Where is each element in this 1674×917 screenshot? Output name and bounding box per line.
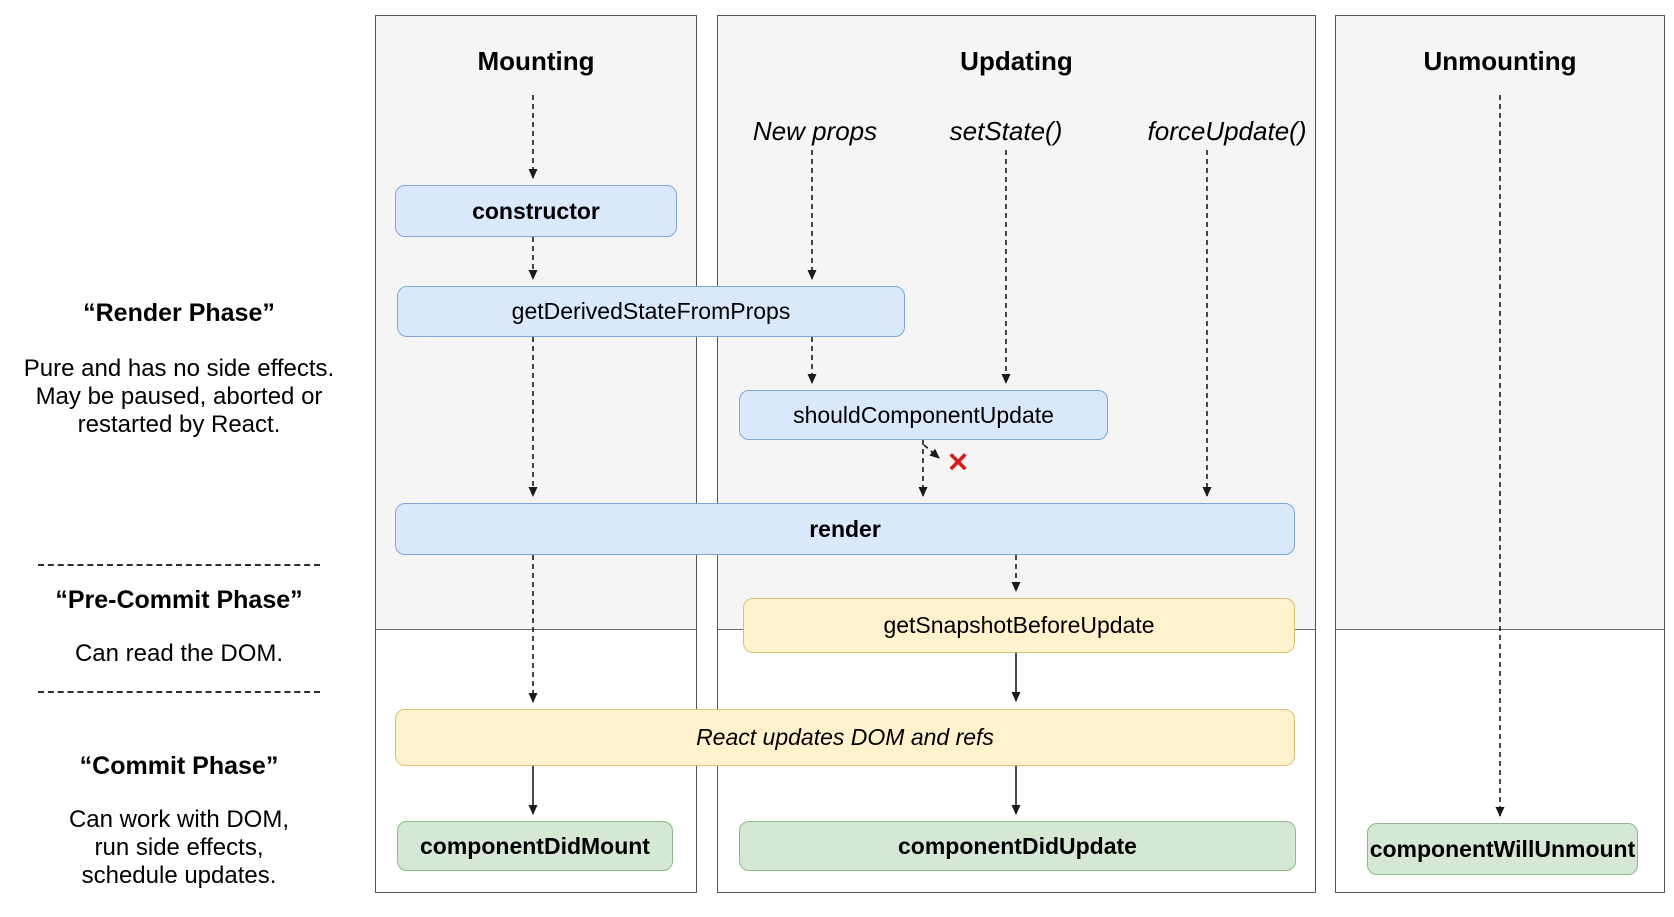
pre-commit-phase-title: “Pre-Commit Phase” [55,586,303,614]
mounting-column-title: Mounting [477,46,595,76]
node-componentdidupdate[interactable]: componentDidUpdate [739,821,1296,871]
render-phase-line: restarted by React. [77,411,281,438]
node-shouldcomponentupdate[interactable]: shouldComponentUpdate [739,390,1108,440]
updating-column-title: Updating [960,46,1073,76]
phase-divider [38,564,320,566]
commit-phase-line: run side effects, [94,834,264,861]
node-getderivedstatefromprops[interactable]: getDerivedStateFromProps [397,286,905,337]
unmounting-column: Unmounting [1335,15,1665,893]
pre-commit-phase-description: Can read the DOM. [20,640,338,668]
node-react-updates-dom: React updates DOM and refs [395,709,1295,766]
node-constructor[interactable]: constructor [395,185,677,237]
node-componentdidmount[interactable]: componentDidMount [397,821,673,871]
render-phase-description: Pure and has no side effects. May be pau… [20,355,338,439]
render-phase-line: May be paused, aborted or [35,383,323,410]
no-update-x-icon: ✕ [946,447,970,478]
render-phase-title: “Render Phase” [83,299,275,327]
trigger-set-state: setState() [949,116,1063,146]
phase-divider [38,691,320,693]
commit-phase-description: Can work with DOM, run side effects, sch… [20,806,338,890]
commit-phase-line: Can work with DOM, [68,806,290,833]
render-phase-line: Pure and has no side effects. [23,355,335,382]
node-getsnapshotbeforeupdate[interactable]: getSnapshotBeforeUpdate [743,598,1295,653]
unmounting-column-title: Unmounting [1423,46,1577,76]
pre-commit-phase-line: Can read the DOM. [74,640,284,667]
trigger-new-props: New props [752,116,878,146]
trigger-force-update: forceUpdate() [1147,116,1307,146]
commit-phase-title: “Commit Phase” [79,752,279,780]
unmounting-render-phase-region [1336,16,1664,630]
node-componentwillunmount[interactable]: componentWillUnmount [1367,823,1638,875]
node-render[interactable]: render [395,503,1295,555]
commit-phase-line: schedule updates. [81,862,277,889]
